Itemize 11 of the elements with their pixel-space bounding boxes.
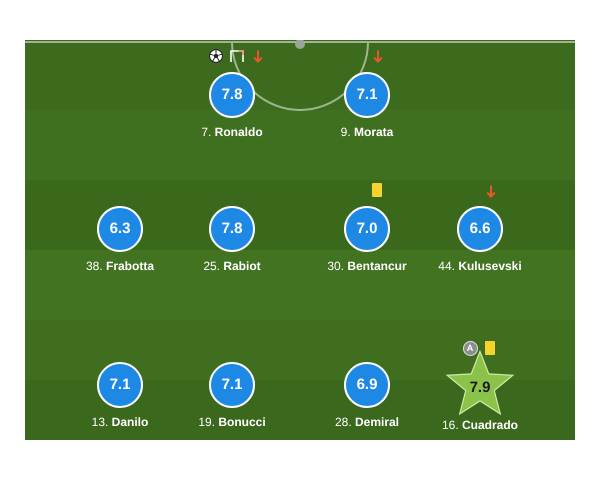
player-name: 7. Ronaldo (201, 125, 263, 139)
player-name: 28. Demiral (334, 415, 400, 429)
player-name: 30. Bentancur (327, 259, 407, 273)
rating-value: 7.9 (470, 379, 490, 396)
player-name: 25. Rabiot (203, 259, 261, 273)
player-name: 19. Bonucci (198, 415, 266, 429)
player-name: 38. Frabotta (86, 259, 154, 273)
player-name: 13. Danilo (92, 415, 148, 429)
player-name: 44. Kulusevski (438, 259, 522, 273)
player-name: 9. Morata (340, 125, 394, 139)
player-name: 16. Cuadrado (442, 418, 518, 432)
